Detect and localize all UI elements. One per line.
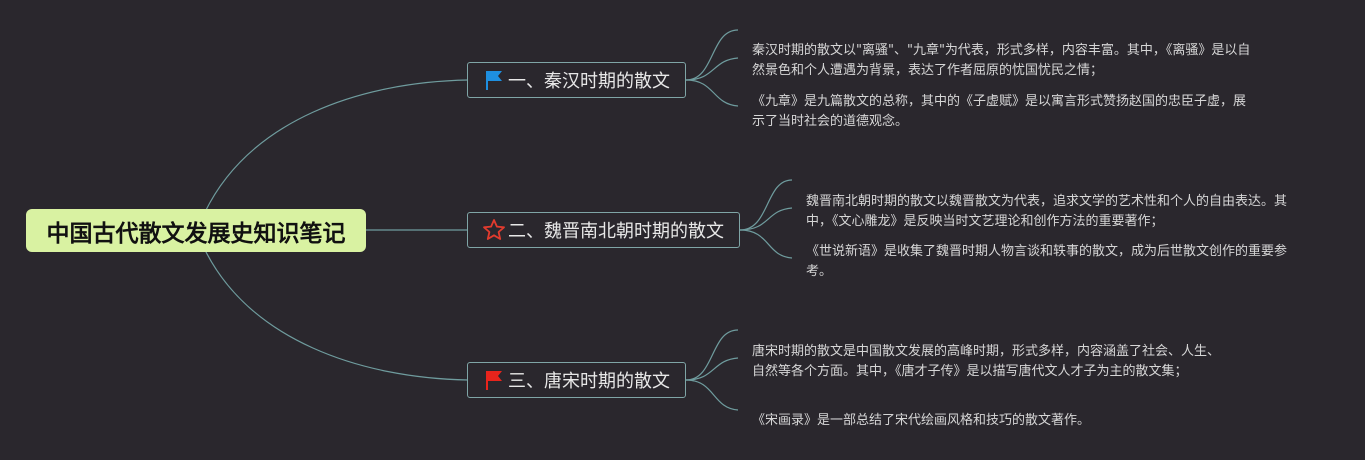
branch-topic-label: 一、秦汉时期的散文: [508, 71, 670, 92]
connector-branch-3-note-2: [685, 379, 739, 411]
note-wei-jin-2[interactable]: 《世说新语》是收集了魏晋时期人物言谈和轶事的散文，成为后世散文创作的重要参考。: [806, 244, 1288, 279]
branch-topic-label: 二、魏晋南北朝时期的散文: [508, 221, 724, 242]
connector-branch-2-note-1b: [739, 207, 793, 231]
connector-branch-2-note-2: [739, 229, 793, 259]
blue-flag-icon: [482, 68, 506, 92]
branch-topic-label: 三、唐宋时期的散文: [508, 371, 670, 392]
branch-topic-qin-han[interactable]: 一、秦汉时期的散文: [467, 62, 686, 98]
connector-branch-3-note-1b: [685, 357, 739, 381]
note-wei-jin-1[interactable]: 魏晋南北朝时期的散文以魏晋散文为代表，追求文学的艺术性和个人的自由表达。其中，《…: [806, 194, 1288, 229]
connector-branch-3-note-1: [685, 329, 739, 381]
branch-topic-wei-jin[interactable]: 二、魏晋南北朝时期的散文: [467, 212, 740, 248]
red-flag-icon: [482, 368, 506, 392]
branch-topic-tang-song[interactable]: 三、唐宋时期的散文: [467, 362, 686, 398]
root-topic[interactable]: 中国古代散文发展史知识笔记: [26, 209, 366, 252]
connector-branch-2-note-1: [739, 179, 793, 231]
connector-root-branch-3: [204, 249, 469, 381]
connector-branch-1-note-1: [685, 29, 739, 81]
connector-branch-1-note-2: [685, 79, 739, 107]
connector-root-branch-1: [204, 79, 469, 213]
note-tang-song-1[interactable]: 唐宋时期的散文是中国散文发展的高峰时期，形式多样，内容涵盖了社会、人生、自然等各…: [752, 344, 1221, 379]
root-topic-label: 中国古代散文发展史知识笔记: [46, 220, 346, 247]
connector-branch-1-note-1b: [685, 57, 739, 81]
note-qin-han-1[interactable]: 秦汉时期的散文以"离骚"、"九章"为代表，形式多样，内容丰富。其中，《离骚》是以…: [752, 43, 1251, 78]
red-star-icon: [482, 218, 506, 242]
note-tang-song-2[interactable]: 《宋画录》是一部总结了宋代绘画风格和技巧的散文著作。: [752, 413, 1091, 428]
note-qin-han-2[interactable]: 《九章》是九篇散文的总称，其中的《子虚赋》是以寓言形式赞扬赵国的忠臣子虚，展示了…: [752, 94, 1247, 129]
